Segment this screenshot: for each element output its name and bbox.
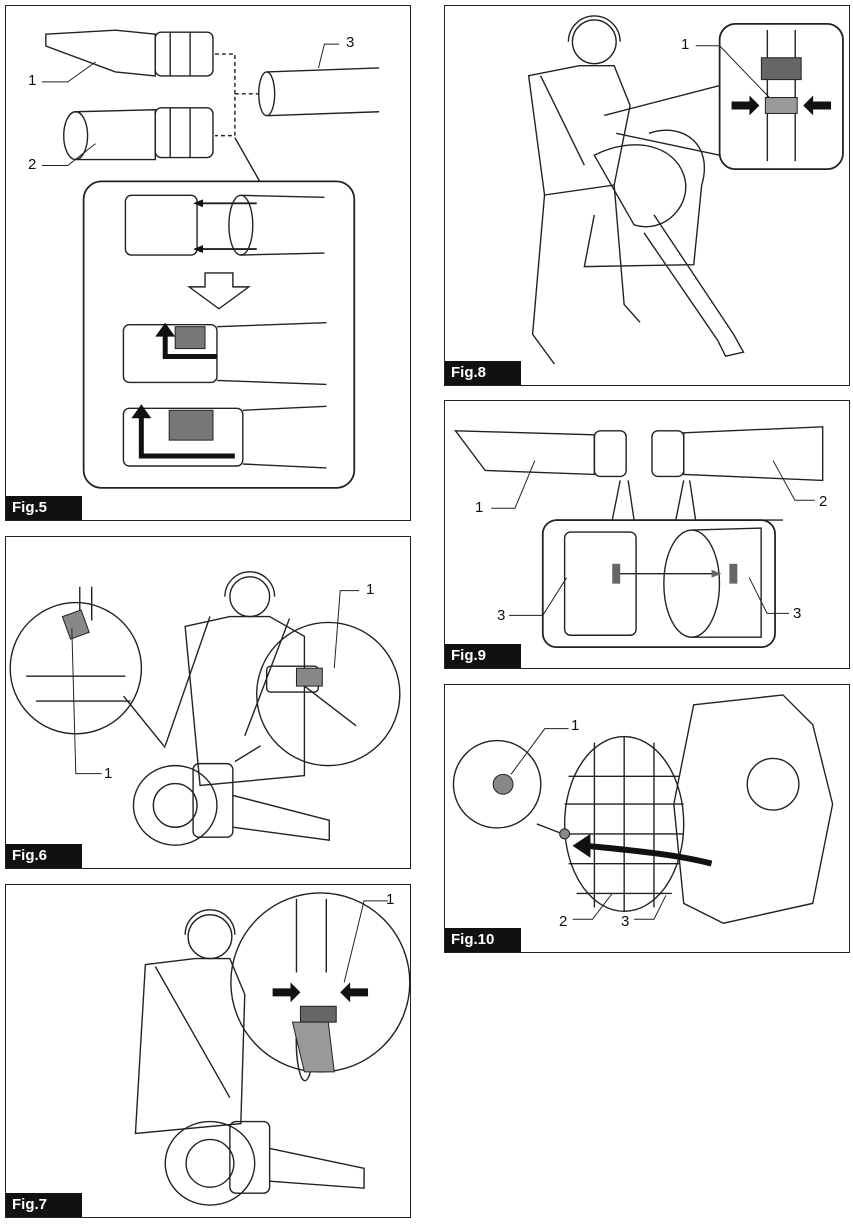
- figure-9: 1 2 3 3 Fig.9: [444, 400, 850, 669]
- figure-7: 1 Fig.7: [5, 884, 411, 1218]
- callout-3: 3: [346, 34, 355, 51]
- figure-label: Fig.6: [6, 844, 82, 868]
- figure-6: 1 1 Fig.6: [5, 536, 411, 869]
- callout-2: 2: [559, 913, 568, 930]
- figure-label: Fig.10: [445, 928, 521, 952]
- figure-5: 1 2 3 Fig.5: [5, 5, 411, 521]
- fig10-illustration: [452, 694, 834, 924]
- callout-1: 1: [104, 765, 113, 782]
- callout-1: 1: [28, 72, 37, 89]
- callout-1: 1: [366, 581, 375, 598]
- figure-label: Fig.7: [6, 1193, 82, 1217]
- callout-3: 3: [621, 913, 630, 930]
- callout-3: 3: [497, 607, 506, 624]
- callout-1: 1: [475, 499, 484, 516]
- fig7-illustration: [134, 892, 410, 1206]
- figure-label: Fig.9: [445, 644, 521, 668]
- callout-2: 2: [28, 156, 37, 173]
- fig6-illustration: [9, 571, 401, 846]
- figure-8: 1 Fig.8: [444, 5, 850, 386]
- fig5-illustration: [41, 29, 380, 489]
- fig9-illustration: [454, 426, 824, 649]
- callout-2: 2: [819, 493, 828, 510]
- figure-label: Fig.5: [6, 496, 82, 520]
- callout-1: 1: [571, 717, 580, 734]
- figure-10: 1 2 3 Fig.10: [444, 684, 850, 953]
- callout-1: 1: [681, 36, 690, 53]
- fig8-illustration: [527, 15, 844, 365]
- figure-label: Fig.8: [445, 361, 521, 385]
- callout-1: 1: [386, 891, 395, 908]
- callout-3: 3: [793, 605, 802, 622]
